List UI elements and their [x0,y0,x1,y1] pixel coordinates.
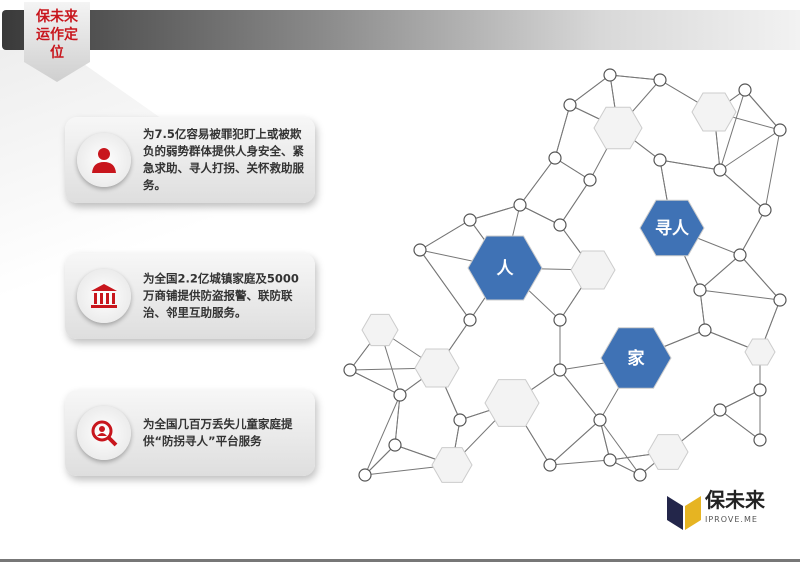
network-link [719,389,761,411]
user-node-icon [593,413,607,427]
user-node-icon [698,323,712,337]
user-node-icon [463,313,477,327]
card-text: 为全国2.2亿城镇家庭及5000万商铺提供防盗报警、联防联治、邻里互助服务。 [143,271,299,320]
network-link [364,394,401,476]
network-link [599,419,611,461]
user-node-icon [753,383,767,397]
user-node-icon [738,83,752,97]
card-personal-safety: 为7.5亿容易被罪犯盯上或被欺负的弱势群体提供人身安全、紧急求助、寻人打拐、关怀… [65,117,315,203]
hex-node-main [600,327,672,389]
search-person-icon [77,406,131,460]
network-link [719,89,746,171]
hex-node [691,92,737,132]
hex-node [570,250,616,290]
user-node-icon [388,438,402,452]
network-link [699,289,781,301]
network-link [549,419,601,466]
hex-node-label: 人 [497,259,515,279]
network-link [519,157,556,206]
user-node-icon [633,468,647,482]
network-link [719,169,766,211]
card-home-security: 为全国2.2亿城镇家庭及5000万商铺提供防盗报警、联防联治、邻里互助服务。 [65,253,315,339]
user-node-icon [773,123,787,137]
logo: 保未来 IPROVE.ME [665,488,795,544]
network-link [719,129,781,171]
user-node-icon [693,283,707,297]
hex-node [484,379,540,427]
bank-icon [77,269,131,323]
network-link [549,459,611,466]
hex-node [647,434,689,470]
network-link [349,369,401,396]
network-link [719,409,761,441]
logo-text: 保未来 IPROVE.ME [705,488,765,525]
network-link [659,159,721,171]
user-node-icon [713,163,727,177]
hex-node [414,348,460,388]
user-node-icon [553,218,567,232]
user-node-icon [773,293,787,307]
hex-node-main [639,199,705,257]
user-node-icon [548,151,562,165]
network-link [699,289,706,331]
user-node-icon [603,68,617,82]
person-icon [77,133,131,187]
logo-sub: IPROVE.ME [705,515,758,524]
network-link [394,394,401,446]
network-link [554,104,571,159]
network-link [419,249,471,321]
user-node-icon [603,453,617,467]
section-tag: 保未来运作定位 [24,2,90,82]
hex-node [361,313,399,347]
network-link [739,209,766,256]
user-node-icon [563,98,577,112]
card-text: 为全国几百万丢失儿童家庭提供“防拐寻人”平台服务 [143,417,293,448]
user-node-icon [513,198,527,212]
network-link [744,89,781,131]
network-link [599,419,641,476]
user-node-icon [653,153,667,167]
card-text: 为7.5亿容易被罪犯盯上或被欺负的弱势群体提供人身安全、紧急求助、寻人打拐、关怀… [143,127,304,192]
hex-node-label: 寻人 [655,219,690,239]
network-link [519,204,561,226]
user-node-icon [553,363,567,377]
network-link [559,179,591,226]
hex-node [744,338,776,366]
user-node-icon [413,243,427,257]
card-missing-children: 为全国几百万丢失儿童家庭提供“防拐寻人”平台服务 [65,390,315,476]
user-node-icon [733,248,747,262]
bottom-line [0,559,800,562]
header-bar [2,10,800,50]
user-node-icon [583,173,597,187]
network-link [419,219,471,251]
network-diagram: 人 寻人家 [343,68,787,483]
network-link [554,157,591,181]
hex-node-label: 家 [628,348,645,369]
user-node-icon [393,388,407,402]
user-node-icon [713,403,727,417]
hex-node [593,106,643,150]
user-node-icon [453,413,467,427]
user-node-icon [343,363,357,377]
network-link [699,254,741,291]
user-node-icon [543,458,557,472]
network-link [569,74,611,106]
network-link [364,444,396,476]
network-link [609,74,661,81]
user-node-icon [653,73,667,87]
logo-name: 保未来 [705,488,765,512]
logo-mark-icon [667,496,701,530]
network-link [559,369,601,421]
user-node-icon [358,468,372,482]
network-link [739,254,781,301]
user-node-icon [753,433,767,447]
hex-node [431,447,473,483]
user-node-icon [758,203,772,217]
section-title: 保未来运作定位 [36,9,78,61]
hex-node-main [467,235,543,301]
user-node-icon [553,313,567,327]
network-link [764,129,781,211]
network-link [469,204,521,221]
user-node-icon [463,213,477,227]
